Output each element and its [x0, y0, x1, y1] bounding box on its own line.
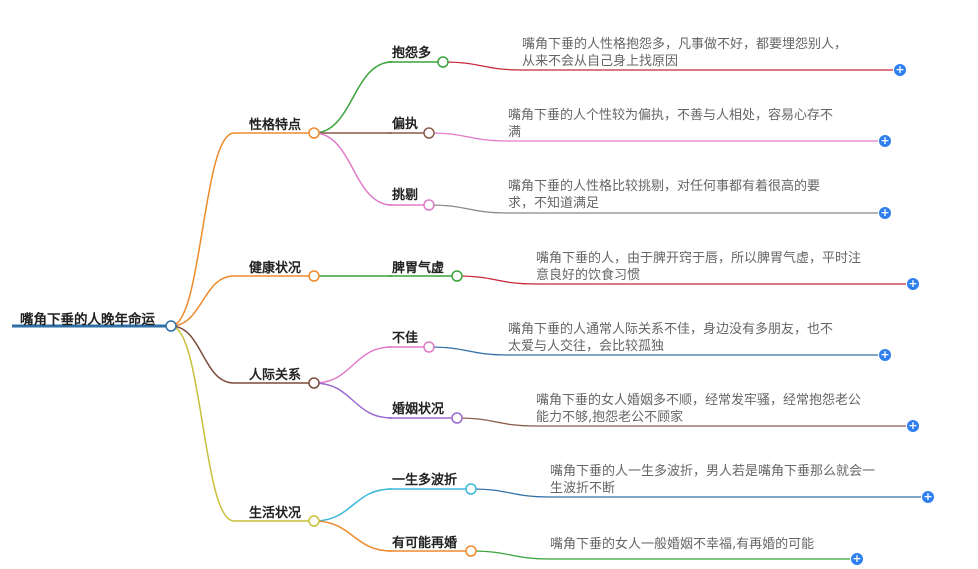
subtopic-collapse-knob[interactable]	[465, 545, 477, 557]
plus-icon[interactable]: +	[907, 419, 919, 432]
subtopic-collapse-knob[interactable]	[423, 127, 435, 139]
leaf-note: 嘴角下垂的人，由于脾开窍于唇，所以脾胃气虚，平时注意良好的饮食习惯	[536, 250, 861, 284]
leaf-note-line: 太爱与人交往，会比较孤独	[508, 339, 665, 354]
branch-topic[interactable]: 健康状况	[249, 261, 302, 276]
leaf-note-line: 嘴角下垂的女人一般婚姻不幸福,有再婚的可能	[550, 537, 815, 552]
leaf-note: 嘴角下垂的女人一般婚姻不幸福,有再婚的可能	[550, 536, 814, 553]
plus-icon[interactable]: +	[879, 348, 891, 361]
branch-connector	[170, 275, 235, 327]
subtopic[interactable]: 脾胃气虚	[392, 261, 445, 276]
branch-connector	[170, 325, 235, 384]
branch-collapse-knob[interactable]	[308, 127, 320, 139]
leaf-connector	[442, 61, 523, 71]
leaf-note-line: 嘴角下垂的人性格比较挑剔，对任何事都有着很高的要	[508, 179, 821, 194]
plus-icon[interactable]: +	[851, 552, 863, 565]
subtopic-connector	[313, 61, 393, 134]
plus-icon[interactable]: +	[894, 63, 906, 76]
branch-topic[interactable]: 性格特点	[249, 118, 302, 133]
branch-topic[interactable]: 人际关系	[249, 368, 302, 383]
subtopic[interactable]: 婚姻状况	[392, 402, 445, 417]
subtopic-connector	[313, 382, 393, 419]
branch-connector	[170, 325, 235, 522]
subtopic[interactable]: 挑剔	[392, 188, 419, 203]
subtopic-collapse-knob[interactable]	[451, 270, 463, 282]
leaf-note: 嘴角下垂的人一生多波折，男人若是嘴角下垂那么就会一生波折不断	[550, 463, 875, 497]
subtopic[interactable]: 有可能再婚	[392, 536, 458, 551]
leaf-connector	[470, 488, 551, 498]
leaf-note-line: 嘴角下垂的人个性较为偏执，不善与人相处，容易心存不	[508, 108, 834, 123]
branch-topic[interactable]: 生活状况	[249, 506, 302, 521]
leaf-connector	[428, 204, 509, 214]
subtopic-collapse-knob[interactable]	[423, 341, 435, 353]
branch-connector	[170, 132, 235, 327]
subtopic-connector	[313, 520, 393, 552]
subtopic[interactable]: 一生多波折	[392, 473, 458, 488]
subtopic[interactable]: 不佳	[392, 331, 419, 346]
subtopic-collapse-knob[interactable]	[437, 56, 449, 68]
leaf-note: 嘴角下垂的人通常人际关系不佳，身边没有多朋友，也不太爱与人交往，会比较孤独	[508, 321, 833, 355]
leaf-note: 嘴角下垂的女人婚姻多不顺，经常发牢骚，经常抱怨老公能力不够,抱怨老公不顾家	[536, 392, 861, 426]
subtopic[interactable]: 偏执	[392, 117, 419, 132]
leaf-note-line: 满	[508, 125, 522, 140]
leaf-note-line: 生波折不断	[550, 481, 616, 496]
leaf-note-line: 求，不知道满足	[508, 196, 600, 211]
subtopic[interactable]: 抱怨多	[392, 46, 432, 61]
leaf-note-line: 嘴角下垂的人通常人际关系不佳，身边没有多朋友，也不	[508, 322, 834, 337]
plus-icon[interactable]: +	[922, 490, 934, 503]
root-collapse-knob[interactable]	[165, 320, 177, 332]
subtopic-collapse-knob[interactable]	[451, 412, 463, 424]
subtopic-collapse-knob[interactable]	[465, 483, 477, 495]
leaf-note-line: 意良好的饮食习惯	[536, 268, 641, 283]
leaf-note-line: 从来不会从自己身上找原因	[522, 54, 679, 69]
leaf-note: 嘴角下垂的人性格抱怨多，凡事做不好，都要埋怨别人， 从来不会从自己身上找原因	[522, 36, 847, 70]
leaf-note: 嘴角下垂的人性格比较挑剔，对任何事都有着很高的要求，不知道满足	[508, 178, 820, 212]
leaf-note-line: 嘴角下垂的女人婚姻多不顺，经常发牢骚，经常抱怨老公	[536, 393, 862, 408]
leaf-note-line: 能力不够,抱怨老公不顾家	[536, 410, 684, 425]
leaf-connector	[470, 550, 551, 560]
leaf-connector	[456, 417, 537, 427]
plus-icon[interactable]: +	[879, 206, 891, 219]
leaf-note: 嘴角下垂的人个性较为偏执，不善与人相处，容易心存不满	[508, 107, 833, 141]
branch-collapse-knob[interactable]	[308, 515, 320, 527]
subtopic-connector	[313, 132, 393, 206]
leaf-note-line: 嘴角下垂的人，由于脾开窍于唇，所以脾胃气虚，平时注	[536, 251, 862, 266]
leaf-connector	[428, 132, 509, 142]
subtopic-collapse-knob[interactable]	[423, 199, 435, 211]
root-topic[interactable]: 嘴角下垂的人晚年命运	[20, 312, 155, 328]
plus-icon[interactable]: +	[879, 134, 891, 147]
plus-icon[interactable]: +	[907, 277, 919, 290]
leaf-note-line: 嘴角下垂的人一生多波折，男人若是嘴角下垂那么就会一	[550, 464, 876, 479]
branch-collapse-knob[interactable]	[308, 270, 320, 282]
leaf-connector	[456, 275, 537, 285]
branch-collapse-knob[interactable]	[308, 377, 320, 389]
leaf-connector	[428, 346, 509, 356]
leaf-note-line: 嘴角下垂的人性格抱怨多，凡事做不好，都要埋怨别人，	[522, 37, 848, 52]
subtopic-connector	[313, 488, 393, 522]
subtopic-connector	[313, 346, 393, 384]
